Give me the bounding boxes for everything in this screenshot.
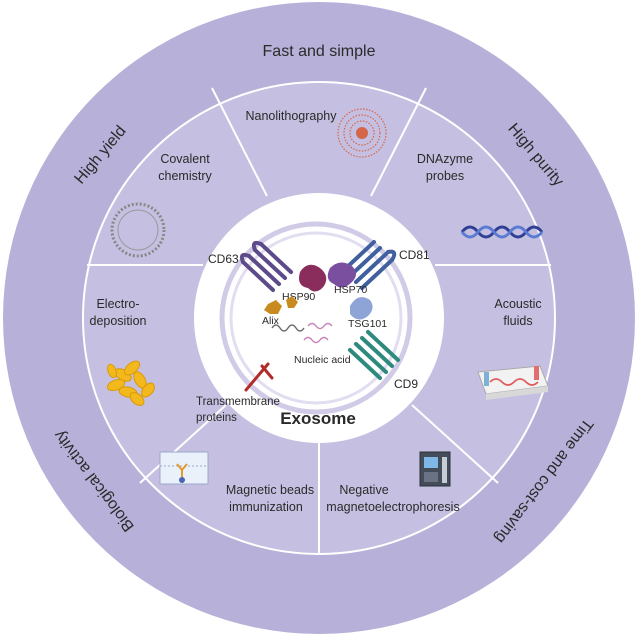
magnetic-beads-icon	[159, 451, 209, 485]
tsg101-protein-icon	[350, 297, 373, 320]
method-dnazyme-line1: DNAzyme	[417, 152, 473, 166]
hsp90-protein-icon	[299, 264, 327, 292]
nanolithography-icon	[337, 108, 387, 158]
method-covalent-line1: Covalent	[160, 152, 210, 166]
exosome-illustration: CD63 CD81 CD9 HSP90 HSP70 Alix TSG101	[196, 221, 430, 428]
method-acoustic-line1: Acoustic	[494, 297, 541, 311]
label-hsp70: HSP70	[334, 284, 367, 296]
method-dnazyme-line2: probes	[426, 169, 464, 183]
instrument-icon	[419, 451, 451, 487]
covalent-ring-icon	[110, 202, 166, 258]
segment-dividers	[87, 87, 551, 554]
label-cd63: CD63	[208, 252, 239, 266]
method-magnetic-line1: Magnetic beads	[226, 483, 314, 497]
exosome-title: Exosome	[280, 409, 356, 428]
nucleic-acid-icon	[271, 322, 333, 344]
method-electro-line1: Electro-	[96, 297, 139, 311]
cd9-protein-icon	[348, 330, 400, 380]
exosome-membrane	[219, 221, 413, 415]
label-alix: Alix	[262, 315, 280, 327]
acoustic-chip-icon	[477, 365, 549, 400]
method-magnetic-line2: immunization	[229, 500, 303, 514]
label-nucleic-acid: Nucleic acid	[294, 354, 351, 366]
method-electro-line2: deposition	[90, 314, 147, 328]
method-negative-line2: magnetoelectrophoresis	[326, 500, 459, 514]
label-transmembrane-line2: proteins	[196, 412, 237, 424]
transmembrane-protein-icon	[244, 362, 274, 392]
method-covalent-line2: chemistry	[158, 169, 212, 183]
electrodeposition-cluster-icon	[106, 360, 155, 406]
method-acoustic-line2: fluids	[503, 314, 532, 328]
label-transmembrane-line1: Transmembrane	[196, 396, 280, 408]
method-nanolithography: Nanolithography	[245, 109, 337, 123]
outer-label-fast-simple: Fast and simple	[263, 43, 376, 60]
alix-protein-icon	[264, 296, 298, 314]
cd63-protein-icon	[239, 240, 293, 292]
hsp70-protein-icon	[327, 262, 356, 288]
label-tsg101: TSG101	[348, 318, 387, 330]
cd81-protein-icon	[342, 240, 397, 290]
label-cd81: CD81	[399, 248, 430, 262]
label-cd9: CD9	[394, 377, 418, 391]
dna-helix-icon	[460, 225, 544, 239]
method-negative-line1: Negative	[339, 483, 388, 497]
